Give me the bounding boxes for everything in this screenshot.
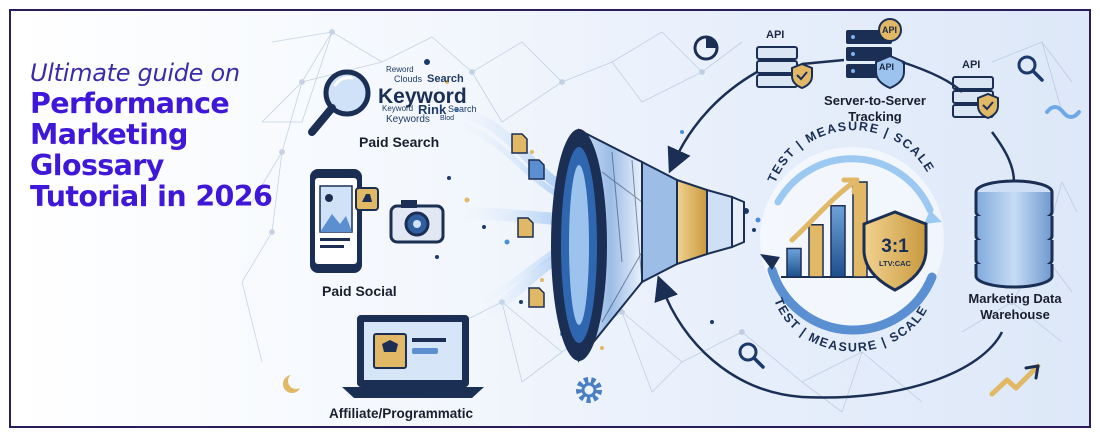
growth-bar bbox=[786, 247, 802, 278]
server-right-icon bbox=[952, 76, 999, 120]
document-icons bbox=[511, 133, 545, 308]
affiliate-programmatic-label: Affiliate/Programmatic bbox=[329, 406, 474, 421]
server-to-server-tracking-label: Server-to-Server Tracking bbox=[809, 93, 941, 125]
search-icon-bottom bbox=[738, 342, 765, 369]
paid-search-label: Paid Search bbox=[359, 134, 440, 150]
cycle-bottom-text: TEST | MEASURE | SCALE bbox=[771, 296, 930, 355]
marketing-data-warehouse-label: Marketing Data Warehouse bbox=[956, 291, 1074, 323]
word-cloud-term: Clouds bbox=[394, 74, 423, 84]
api-badge-mid: API bbox=[879, 62, 895, 72]
network-background bbox=[241, 29, 1078, 413]
title-line: Performance bbox=[30, 87, 230, 120]
ltv-cac-shield-icon bbox=[862, 210, 928, 292]
api-label-left: API bbox=[766, 29, 785, 41]
word-cloud-term: Search bbox=[427, 73, 464, 85]
title-main: Performance Marketing Glossary Tutorial … bbox=[30, 87, 273, 213]
api-badge-top: API bbox=[882, 25, 898, 35]
growth-bar-chart bbox=[781, 181, 875, 278]
word-cloud-term: Keyword bbox=[378, 85, 467, 108]
magnifier-icon bbox=[308, 69, 371, 136]
trend-arrow-icon bbox=[989, 363, 1041, 397]
gear-icon bbox=[576, 377, 602, 403]
word-cloud-term: Search bbox=[448, 104, 477, 114]
wave-icon bbox=[1045, 105, 1081, 119]
tracking-label-line: Server-to-Server bbox=[824, 93, 926, 108]
gold-moon-icon bbox=[283, 373, 304, 393]
tracking-label-line: Tracking bbox=[848, 109, 902, 124]
server-left-icon bbox=[756, 46, 813, 90]
word-cloud-term: Keywords bbox=[386, 114, 430, 125]
funnel-icon bbox=[551, 128, 745, 363]
cycle-top-text: TEST | MEASURE | SCALE bbox=[765, 119, 937, 184]
title-line: Glossary bbox=[30, 149, 164, 182]
illustration bbox=[241, 18, 1081, 413]
laptop-icon bbox=[342, 315, 484, 398]
word-cloud-term: Rink bbox=[418, 102, 447, 117]
title-line: Tutorial in 2026 bbox=[30, 180, 273, 213]
banner-frame: Ultimate guide on Performance Marketing … bbox=[9, 9, 1091, 428]
database-icon bbox=[974, 179, 1054, 289]
paid-social-label: Paid Social bbox=[322, 283, 397, 299]
growth-bar bbox=[830, 205, 846, 278]
warehouse-label-line: Marketing Data bbox=[968, 291, 1062, 306]
server-center-icon bbox=[846, 18, 905, 90]
phone-icon bbox=[310, 169, 379, 273]
warehouse-label-line: Warehouse bbox=[980, 307, 1050, 322]
word-cloud-term: Blod bbox=[440, 115, 455, 122]
api-label-right: API bbox=[962, 59, 981, 71]
search-icon-small bbox=[1017, 55, 1044, 82]
title-subheading: Ultimate guide on bbox=[30, 59, 240, 87]
word-cloud-term: Reword bbox=[386, 65, 414, 74]
cycle-text-layer: TEST | MEASURE | SCALE TEST | MEASURE | … bbox=[765, 119, 937, 355]
ltv-cac-label: LTV:CAC bbox=[879, 259, 912, 268]
ltv-cac-ratio: 3:1 bbox=[881, 236, 909, 257]
growth-bar bbox=[808, 224, 824, 278]
trend-line bbox=[789, 177, 860, 243]
camera-icon bbox=[389, 200, 445, 244]
pie-chart-icon bbox=[693, 35, 719, 61]
title-line: Marketing bbox=[30, 118, 188, 151]
word-cloud-term: Keyword bbox=[382, 104, 414, 113]
outer-cycle-arrows bbox=[654, 58, 1016, 399]
